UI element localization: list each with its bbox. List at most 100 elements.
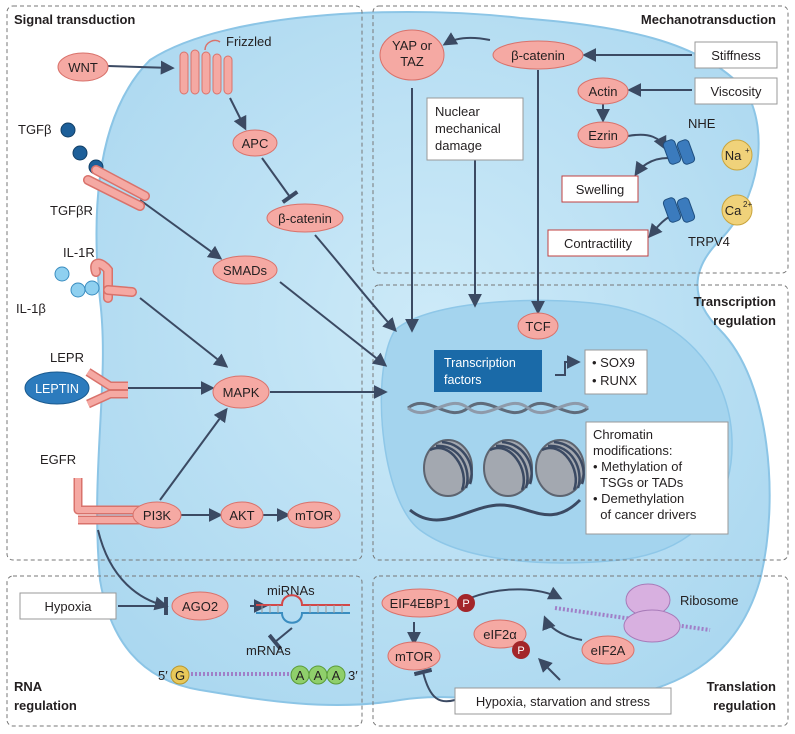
- nhe-channel-icon: [662, 139, 696, 165]
- phospho-badge-1: P: [457, 594, 475, 612]
- node-tcf: TCF: [517, 312, 559, 340]
- svg-text:mTOR: mTOR: [395, 649, 433, 664]
- svg-text:mTOR: mTOR: [295, 508, 333, 523]
- svg-text:eIF2α: eIF2α: [483, 627, 517, 642]
- svg-text:A: A: [314, 668, 323, 683]
- node-mapk: MAPK: [212, 375, 270, 409]
- node-leptin: LEPTIN: [24, 371, 90, 405]
- svg-text:factors: factors: [444, 373, 482, 387]
- svg-text:G: G: [175, 668, 185, 683]
- svg-text:Chromatin: Chromatin: [593, 427, 653, 442]
- lepr-receptor-icon: [85, 368, 128, 409]
- nucleosome-icon: [409, 439, 585, 522]
- rna-title-1: RNA: [14, 679, 43, 694]
- label-five-prime: 5′: [158, 668, 168, 683]
- svg-text:β-catenin: β-catenin: [511, 48, 565, 63]
- frizzled-receptor-icon: [179, 39, 233, 95]
- box-target-genes: • SOX9 • RUNX: [584, 349, 648, 395]
- svg-text:of cancer drivers: of cancer drivers: [593, 507, 697, 522]
- svg-text:Viscosity: Viscosity: [710, 84, 762, 99]
- mechano-title: Mechanotransduction: [641, 12, 776, 27]
- label-trpv4: TRPV4: [688, 234, 730, 249]
- translation-title-1: Translation: [707, 679, 776, 694]
- label-nhe: NHE: [688, 116, 716, 131]
- ribosome-icon: [623, 583, 681, 643]
- node-ezrin: Ezrin: [577, 121, 629, 149]
- transcription-section-box: [372, 284, 789, 561]
- node-bcatenin-signal: β-catenin: [266, 203, 344, 233]
- svg-text:AGO2: AGO2: [182, 599, 218, 614]
- label-ribosome: Ribosome: [680, 593, 739, 608]
- translation-title-2: regulation: [713, 698, 776, 713]
- label-frizzled: Frizzled: [226, 34, 272, 49]
- transcription-title-1: Transcription: [694, 294, 776, 309]
- label-three-prime: 3′: [348, 668, 358, 683]
- rna-section-box: [6, 575, 363, 727]
- mechano-section-box: [372, 5, 789, 274]
- svg-text:PI3K: PI3K: [143, 508, 172, 523]
- box-nuclear-damage: Nuclear mechanical damage: [426, 97, 524, 161]
- svg-text:• Demethylation: • Demethylation: [593, 491, 684, 506]
- label-tgfb: TGFβ: [18, 122, 51, 137]
- svg-text:Hypoxia, starvation and stress: Hypoxia, starvation and stress: [476, 694, 651, 709]
- svg-text:LEPTIN: LEPTIN: [35, 382, 79, 396]
- box-hypoxia: Hypoxia: [19, 592, 117, 620]
- svg-text:• Methylation of: • Methylation of: [593, 459, 682, 474]
- node-akt: AKT: [220, 501, 264, 529]
- node-wnt: WNT: [57, 52, 109, 82]
- svg-text:Swelling: Swelling: [576, 182, 624, 197]
- svg-text:Na: Na: [725, 148, 742, 163]
- sodium-ion-icon: Na +: [721, 139, 753, 171]
- label-egfr: EGFR: [40, 452, 76, 467]
- calcium-ion-icon: Ca 2+: [721, 194, 753, 226]
- label-il1r: IL-1R: [63, 245, 95, 260]
- node-eif2a: eIF2A: [581, 635, 635, 665]
- svg-text:damage: damage: [435, 138, 482, 153]
- svg-text:β-catenin: β-catenin: [278, 211, 332, 226]
- svg-text:modifications:: modifications:: [593, 443, 672, 458]
- label-lepr: LEPR: [50, 350, 84, 365]
- node-bcatenin-mech: β-catenin: [492, 40, 584, 70]
- polya-tail-beads: A A A: [290, 665, 346, 685]
- node-ago2: AGO2: [171, 591, 229, 621]
- svg-text:Nuclear: Nuclear: [435, 104, 480, 119]
- il1b-ligand-icon: [54, 266, 100, 298]
- node-smads: SMADs: [212, 255, 278, 285]
- svg-text:P: P: [462, 598, 469, 610]
- node-actin: Actin: [577, 77, 629, 105]
- dna-helix-icon: [407, 401, 589, 415]
- svg-text:Transcription: Transcription: [444, 356, 516, 370]
- svg-text:Contractility: Contractility: [564, 236, 632, 251]
- tgfbr-receptor-icon: [83, 165, 150, 211]
- il1r-receptor-icon: [90, 258, 137, 303]
- box-swelling: Swelling: [561, 175, 639, 203]
- node-pi3k: PI3K: [132, 501, 182, 529]
- svg-text:mechanical: mechanical: [435, 121, 501, 136]
- label-il1b: IL-1β: [16, 301, 46, 316]
- box-viscosity: Viscosity: [694, 77, 778, 105]
- label-mirnas: miRNAs: [267, 583, 315, 598]
- svg-text:A: A: [332, 668, 341, 683]
- svg-text:EIF4EBP1: EIF4EBP1: [390, 596, 451, 611]
- mirna-hairpin-icon: [256, 594, 350, 624]
- svg-text:SMADs: SMADs: [223, 263, 268, 278]
- svg-text:Actin: Actin: [589, 84, 618, 99]
- node-mtor-translation: mTOR: [387, 641, 441, 671]
- svg-text:MAPK: MAPK: [223, 385, 260, 400]
- svg-text:2+: 2+: [743, 200, 752, 209]
- node-apc: APC: [232, 129, 278, 157]
- node-eif4ebp1: EIF4EBP1: [381, 588, 459, 618]
- signal-section-box: [6, 5, 363, 561]
- svg-text:TCF: TCF: [525, 319, 550, 334]
- svg-text:Stiffness: Stiffness: [711, 48, 761, 63]
- box-contractility: Contractility: [547, 229, 649, 257]
- pathway-arrows: [97, 32, 692, 703]
- box-transcription-factors: Transcription factors: [434, 350, 542, 392]
- box-stress: Hypoxia, starvation and stress: [454, 687, 672, 715]
- svg-text:YAP or: YAP or: [392, 38, 433, 53]
- box-stiffness: Stiffness: [694, 41, 778, 69]
- box-chromatin-modifications: Chromatin modifications: • Methylation o…: [585, 421, 729, 535]
- svg-text:WNT: WNT: [68, 60, 98, 75]
- svg-text:P: P: [517, 645, 524, 657]
